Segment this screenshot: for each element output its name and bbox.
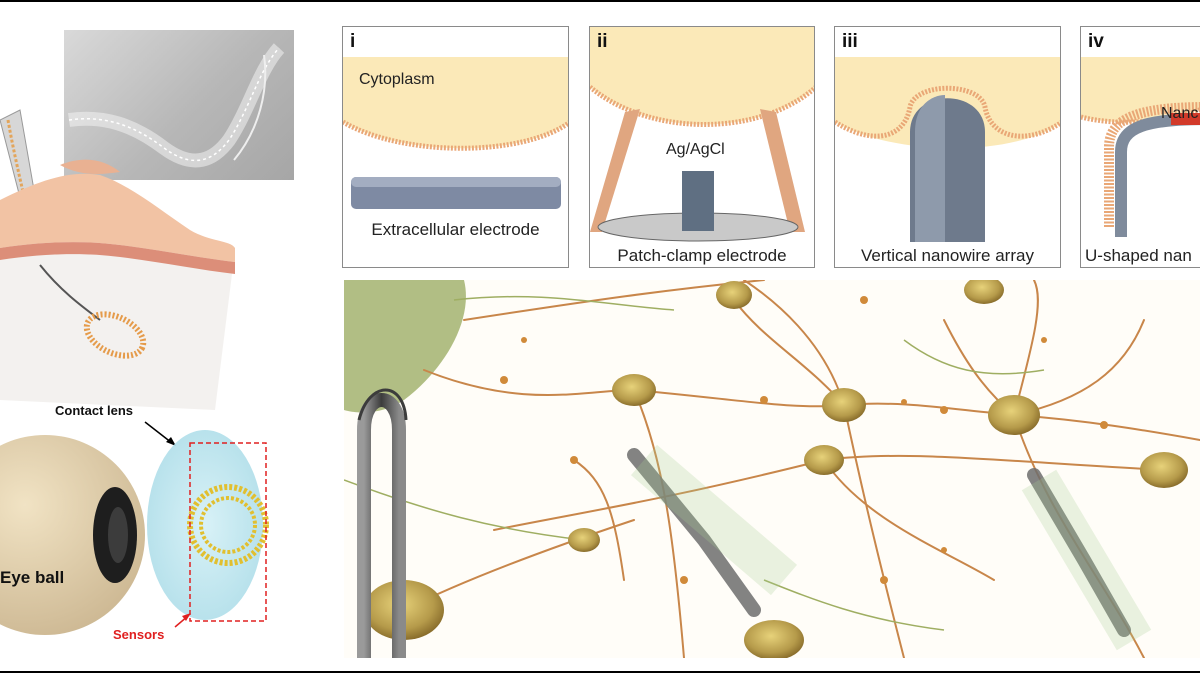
panel-caption: Vertical nanowire array [861,246,1034,265]
panel-caption: U-shaped nan [1085,246,1192,265]
panel-numeral: i [350,31,356,52]
u-shaped-probes [357,388,1152,658]
synaptic-boutons [500,296,1108,584]
mesh-electrode-photo [64,30,294,180]
injected-mesh [83,311,147,359]
sensor-coil-outer [187,484,269,566]
top-border [0,0,1200,2]
neuron-network-svg [344,280,1200,658]
bottom-border [0,671,1200,673]
agagcl-wire [682,171,714,231]
sensors-label: Sensors [113,627,165,642]
panel-vertical-nanowire: iii Vertical nanowire array [834,26,1061,268]
neuron-network-illustration [344,280,1200,658]
pipette-wall-left [590,109,640,232]
cell-membrane [343,119,568,151]
panel-numeral: ii [597,31,608,52]
neuron-somas [364,280,1188,658]
panel-caption: Extracellular electrode [371,220,540,239]
sensor-coil-inner [199,496,257,554]
cytoplasm-label: Cytoplasm [359,71,435,88]
agagcl-label: Ag/AgCl [666,141,725,158]
tissue-injection-illustration [0,109,235,410]
contact-lens-arrow [144,421,173,444]
panel-patch-clamp-electrode: ii Ag/AgCl Patch-clamp electrode [589,26,815,268]
eye-contact-lens-illustration [0,421,269,635]
contact-lens [147,430,263,620]
neurites [403,280,1200,658]
u-shaped-nanowire [1115,113,1200,237]
nano-label: Nanc [1161,105,1199,122]
panel-numeral: iv [1088,31,1104,52]
contact-lens-label: Contact lens [55,403,134,418]
pipette-wall-right [760,109,805,232]
panel-u-shaped-nanowire: iv Nanc U-shaped nan [1080,26,1200,268]
panel-extracellular-electrode: i Cytoplasm Extracellular electrode [342,26,569,268]
tissue-block [0,240,235,410]
skin-surface [0,173,235,262]
eyeball [0,435,145,635]
mesh-ribbon-graphic [68,43,285,168]
eyeball-label: Eye ball [0,568,65,587]
sensors-box [189,442,267,622]
neurites-green [344,295,1045,631]
panel-numeral: iii [842,31,858,52]
panel-caption: Patch-clamp electrode [617,246,787,265]
